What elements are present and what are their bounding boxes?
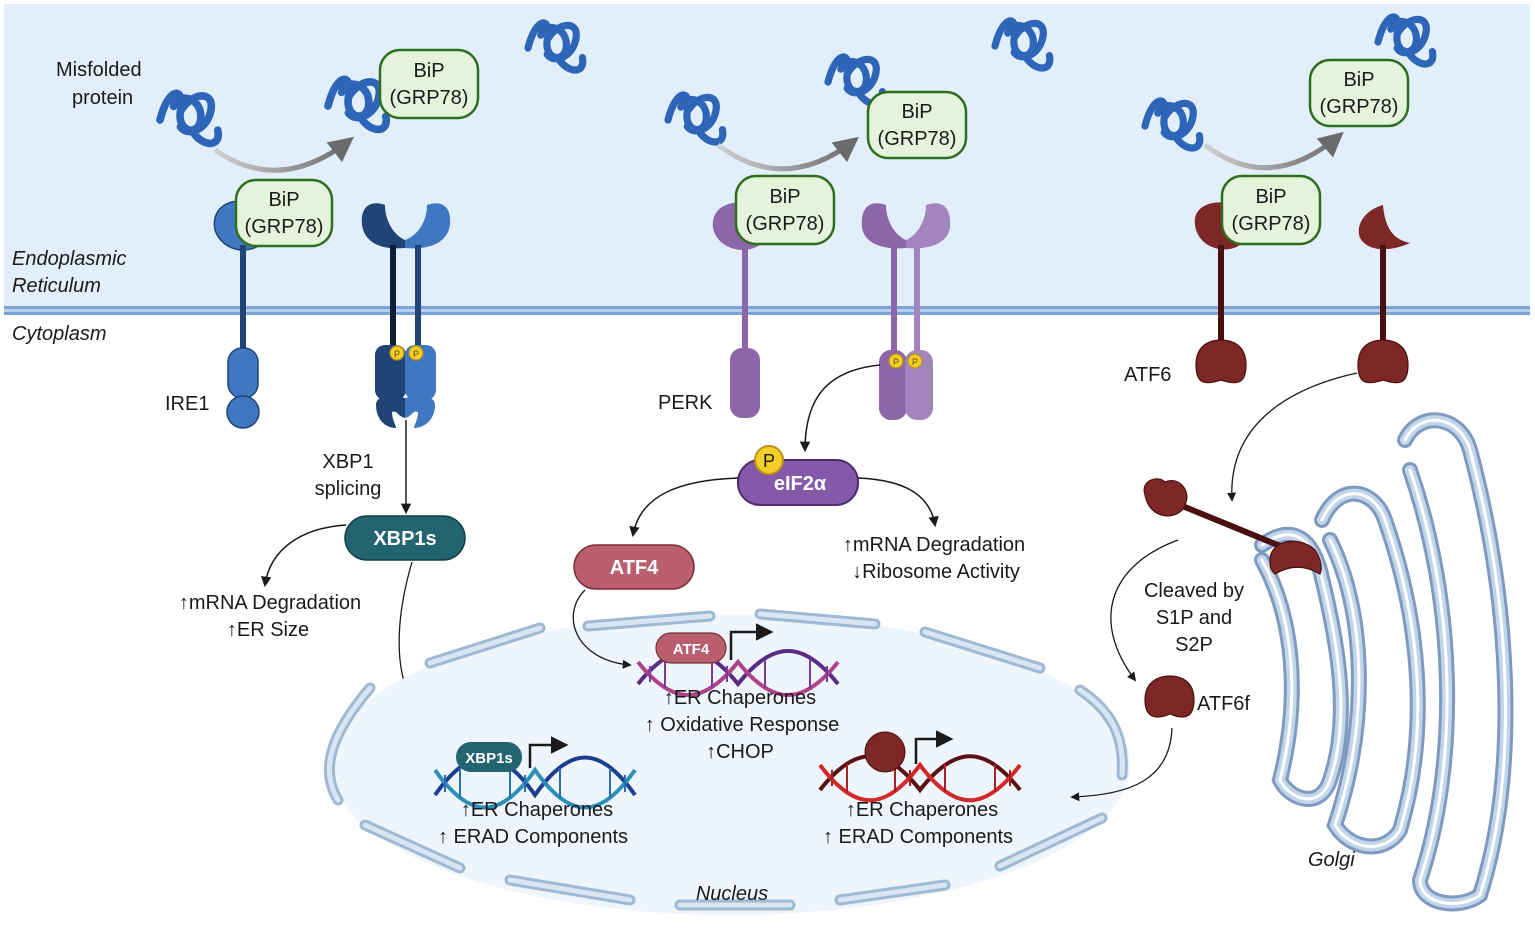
svg-text:P: P [394,349,400,359]
xbp1s-nuclear-effect: ↑ER Chaperones [461,799,613,821]
misfolded-label-line1: Misfolded [56,59,142,81]
transcription-arrow-icon [914,730,954,764]
eif2a-cyto-effect: ↓Ribosome Activity [852,561,1020,583]
dna-icon [818,754,1022,803]
phospho-icon: P [907,353,923,369]
binding-arrow [716,136,859,172]
splicing-label-line2: splicing [315,478,382,500]
atf4-nucleus-arrow [572,589,632,669]
atf6-nuclear-effect: ↑ER Chaperones [846,799,998,821]
svg-text:(GRP78): (GRP78) [878,128,957,150]
phospho-icon: P [408,345,424,361]
xbp1s-cyto-effect: ↑mRNA Degradation [179,592,361,614]
atf4-nuclear-effect: ↑ER Chaperones [664,687,816,709]
bip-chaperone: BiP (GRP78) [734,174,836,246]
phospho-icon: P [754,445,784,475]
atf6f-nucleus-arrow [1070,727,1173,802]
cleavage-label-line1: Cleaved by [1144,580,1244,602]
svg-text:P: P [413,349,419,359]
svg-text:(GRP78): (GRP78) [390,87,469,109]
nucleus-label: Nucleus [696,883,768,905]
eif2a-cyto-arrow [857,477,939,528]
bip-chaperone: BiP (GRP78) [1220,174,1322,246]
atf6-nuclear-effect: ↑ ERAD Components [823,826,1013,848]
er-lumen [4,4,1530,308]
xbp1s-bound: XBP1s [456,742,522,772]
svg-text:(GRP78): (GRP78) [245,216,324,238]
xbp1s-pill: XBP1s [344,515,466,561]
svg-text:ATF4: ATF4 [673,641,710,658]
binding-arrow [213,136,354,173]
svg-text:P: P [912,357,918,367]
svg-text:(GRP78): (GRP78) [1320,96,1399,118]
bip-chaperone: BiP (GRP78) [866,90,968,160]
svg-text:XBP1s: XBP1s [373,528,436,550]
cleavage-label-line2: S1P and [1156,607,1232,629]
atf6f [1144,675,1195,718]
atf6-cleavage [1143,478,1322,575]
transcription-arrow-icon [528,736,569,768]
svg-text:BiP: BiP [268,189,299,211]
phospho-icon: P [389,345,405,361]
transcription-arrow-icon [729,623,774,660]
atf6-to-golgi-arrow [1227,372,1358,502]
atf6-label: ATF6 [1124,364,1171,386]
atf6f-bound [864,731,906,773]
golgi-label: Golgi [1308,849,1355,871]
splicing-label-line1: XBP1 [322,451,373,473]
eif2a-cyto-effect: ↑mRNA Degradation [843,534,1025,556]
nuclear-envelope-inner [326,611,1125,908]
atf4-pill: ATF4 [573,544,695,590]
cytoplasm-label: Cytoplasm [12,323,106,345]
svg-text:BiP: BiP [413,60,444,82]
xbp1s-cyto-effect: ↑ER Size [227,619,309,641]
cleavage-label-line3: S2P [1175,634,1213,656]
bip-chaperone: BiP (GRP78) [1308,58,1410,128]
svg-text:eIF2α: eIF2α [774,473,827,495]
phospho-icon: P [888,353,904,369]
atf6f-label: ATF6f [1197,693,1250,715]
svg-text:XBP1s: XBP1s [465,750,513,767]
golgi [1254,412,1514,912]
perk-dimer [861,203,951,420]
ire1-label: IRE1 [165,393,209,415]
bip-chaperone: BiP (GRP78) [234,178,334,248]
atf4-bound: ATF4 [655,632,727,664]
svg-text:BiP: BiP [1343,69,1374,91]
svg-text:BiP: BiP [901,101,932,123]
svg-text:(GRP78): (GRP78) [1232,213,1311,235]
atf6-free [1357,205,1410,384]
svg-text:BiP: BiP [1255,186,1286,208]
perk-to-eif2a-arrow [799,364,881,453]
atf4-nuclear-effect: ↑ Oxidative Response [645,714,840,736]
svg-text:P: P [763,451,775,471]
er-label-line1: Endoplasmic [12,248,127,270]
xbp1s-nuclear-effect: ↑ ERAD Components [438,826,628,848]
eif2a-to-atf4-arrow [629,477,739,538]
cleavage-arrow [1110,539,1179,682]
perk-label: PERK [658,392,713,414]
svg-text:P: P [893,357,899,367]
bip-chaperone: BiP (GRP78) [378,48,480,120]
binding-arrow [1203,131,1344,171]
svg-text:ATF4: ATF4 [610,557,659,579]
nucleus [330,615,1130,915]
svg-text:(GRP78): (GRP78) [746,213,825,235]
misfolded-label-line2: protein [72,87,133,109]
svg-text:BiP: BiP [769,186,800,208]
er-membrane [4,306,1530,315]
atf4-nuclear-effect: ↑CHOP [706,741,774,763]
er-label-line2: Reticulum [12,275,101,297]
xbp1s-cyto-arrow [260,524,347,588]
